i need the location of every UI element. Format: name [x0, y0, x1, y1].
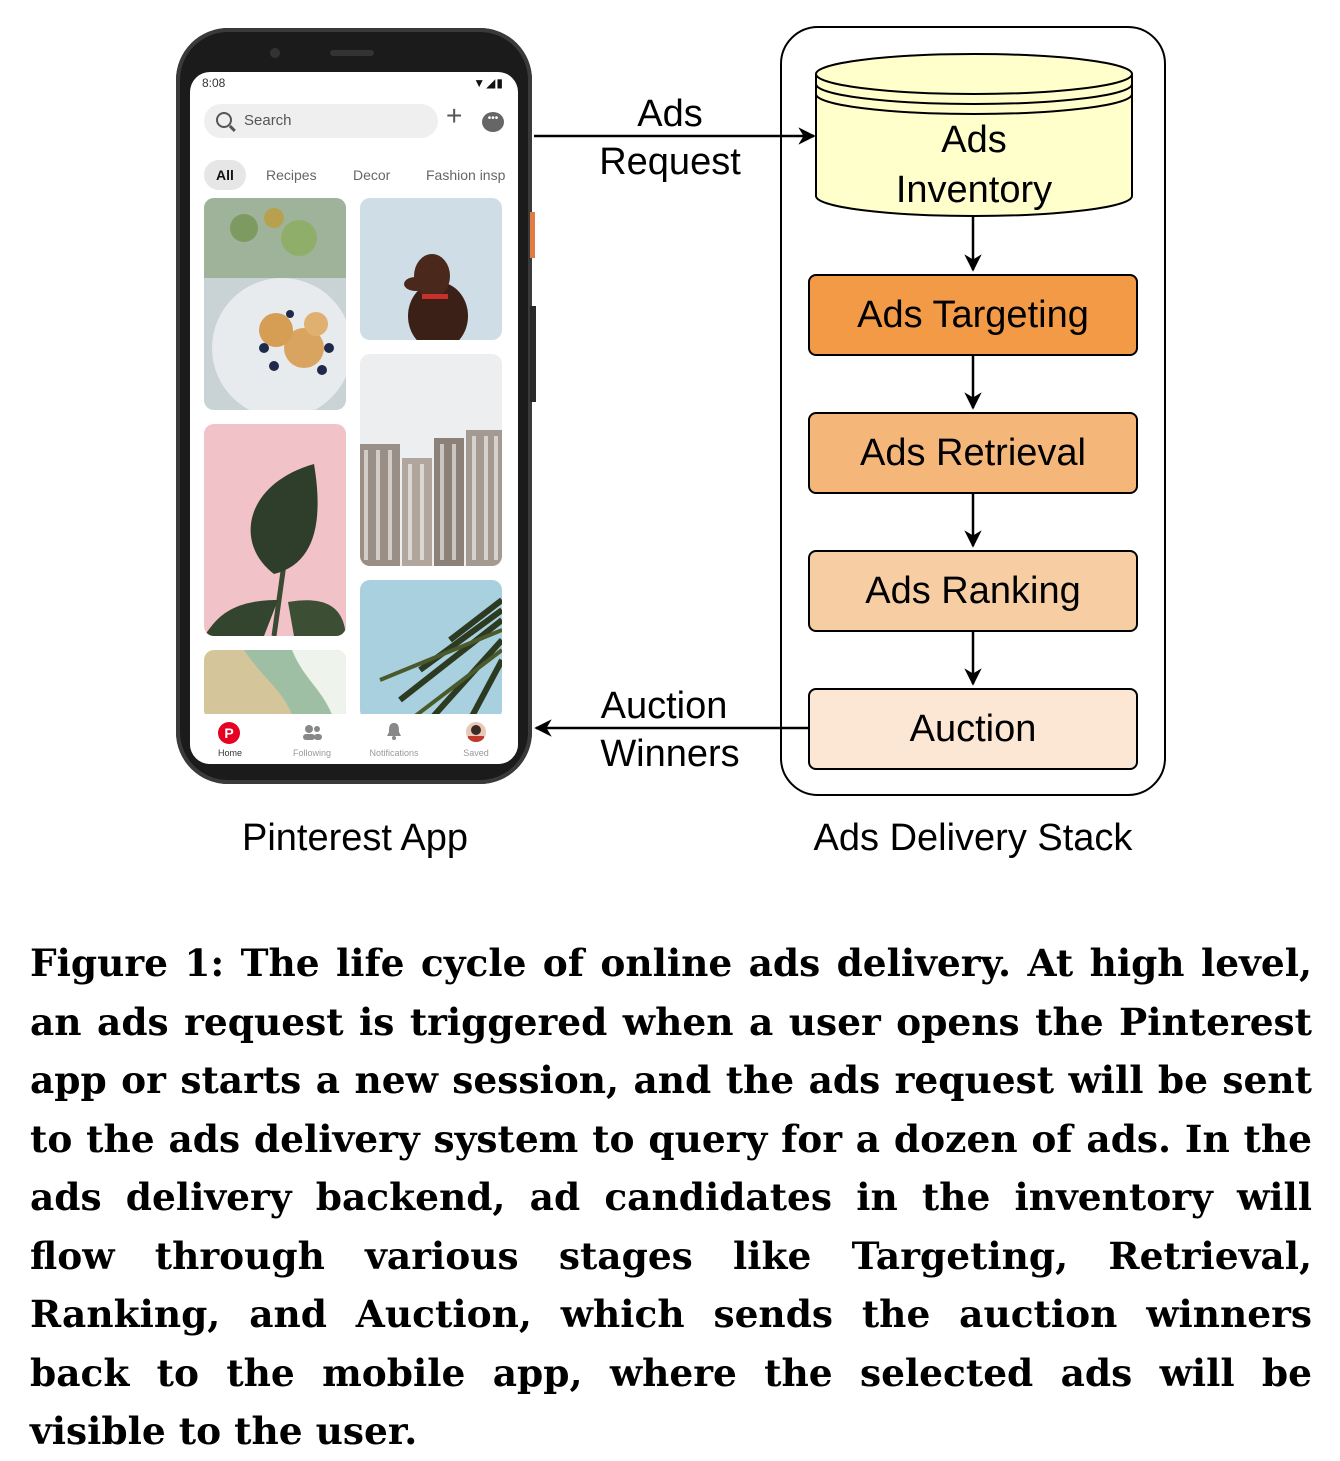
request-label-2: Request: [599, 141, 741, 183]
nav-notifications[interactable]: Notifications: [369, 748, 419, 758]
ads-inventory-cylinder: [815, 53, 1133, 217]
bell-icon[interactable]: [386, 722, 402, 740]
status-time: 8:08: [202, 76, 226, 90]
tab-recipes[interactable]: Recipes: [266, 167, 317, 183]
stage-ads-retrieval: Ads Retrieval: [808, 412, 1138, 494]
avatar[interactable]: [466, 722, 486, 742]
pin-palm-image: [360, 580, 502, 720]
bottom-nav: P Home Following Notifications Saved: [190, 714, 518, 764]
figure-caption: Figure 1: The life cycle of online ads d…: [30, 941, 1312, 1453]
search-bar[interactable]: Search: [204, 104, 438, 138]
winners-label-2: Winners: [600, 733, 740, 775]
pin-food-image: [204, 198, 346, 410]
search-placeholder: Search: [244, 112, 292, 129]
stage-ads-ranking: Ads Ranking: [808, 550, 1138, 632]
pin-beach-image: [204, 650, 346, 720]
nav-saved[interactable]: Saved: [463, 748, 489, 758]
plus-icon[interactable]: +: [446, 100, 463, 131]
ads-delivery-stack-box: [780, 26, 1166, 796]
request-label-1: Ads: [637, 93, 703, 135]
winners-label-1: Auction: [600, 685, 728, 727]
status-icons: ▼◢▮: [473, 76, 504, 90]
stage-label: Ads Ranking: [865, 569, 1081, 612]
inventory-label-2: Inventory: [895, 169, 1053, 211]
diagram-arrows: [534, 127, 982, 737]
tab-all[interactable]: All: [204, 160, 246, 190]
tab-fashion[interactable]: Fashion insp: [426, 167, 506, 183]
stage-label: Ads Targeting: [857, 293, 1089, 336]
people-icon[interactable]: [302, 724, 322, 740]
stage-auction: Auction: [808, 688, 1138, 770]
pin-plant[interactable]: [204, 424, 346, 636]
phone-camera: [270, 48, 280, 58]
app-screen: 8:08 ▼◢▮ Search + ••• All Recipes Decor …: [190, 72, 518, 764]
pin-buildings-image: [360, 354, 502, 566]
stage-label: Ads Retrieval: [860, 431, 1086, 474]
phone-speaker: [330, 50, 374, 56]
pin-dog[interactable]: [360, 198, 502, 340]
pinterest-logo-icon[interactable]: P: [218, 722, 240, 744]
pin-food[interactable]: [204, 198, 346, 410]
pin-dog-image: [360, 198, 502, 340]
phone-power-button: [530, 212, 535, 258]
stage-label: Auction: [909, 707, 1037, 750]
pinterest-app-label: Pinterest App: [241, 817, 469, 859]
chat-icon[interactable]: •••: [482, 112, 504, 132]
pin-plant-image: [204, 424, 346, 636]
phone-side-button: [530, 306, 536, 402]
ads-delivery-stack-label: Ads Delivery Stack: [813, 817, 1133, 859]
tab-decor[interactable]: Decor: [353, 167, 391, 183]
inventory-label-1: Ads: [941, 119, 1007, 161]
pin-buildings[interactable]: [360, 354, 502, 566]
nav-home[interactable]: Home: [217, 748, 242, 758]
nav-following[interactable]: Following: [292, 748, 332, 758]
pin-palm[interactable]: [360, 580, 502, 720]
search-icon: [216, 112, 232, 128]
pin-beach[interactable]: [204, 650, 346, 720]
stage-ads-targeting: Ads Targeting: [808, 274, 1138, 356]
